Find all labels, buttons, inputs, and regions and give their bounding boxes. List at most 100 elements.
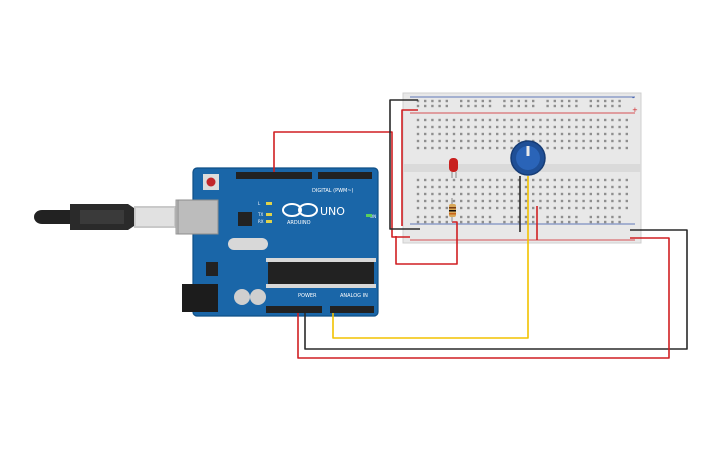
red-wire-digital[interactable]	[273, 131, 410, 238]
breadboard-hole	[546, 118, 549, 122]
breadboard-hole	[474, 215, 477, 219]
breadboard-hole	[438, 215, 441, 219]
breadboard-hole	[431, 139, 434, 143]
breadboard-hole	[424, 139, 427, 143]
breadboard-hole	[481, 99, 484, 103]
breadboard-hole	[524, 99, 528, 103]
breadboard-hole	[416, 215, 420, 219]
breadboard-hole	[575, 139, 578, 143]
yellow-wire-a0[interactable]	[332, 176, 529, 339]
breadboard-hole	[560, 132, 564, 136]
breadboard-hole	[611, 118, 614, 122]
breadboard-hole	[532, 192, 535, 196]
breadboard-hole	[424, 192, 427, 196]
breadboard-hole	[431, 146, 434, 150]
breadboard-hole	[438, 139, 441, 143]
breadboard-hole	[589, 139, 592, 143]
led[interactable]	[449, 158, 458, 178]
breadboard-hole	[553, 139, 556, 143]
usb-chip	[238, 212, 252, 226]
black-wire-gnd[interactable]	[304, 229, 688, 350]
breadboard-hole	[424, 199, 427, 203]
breadboard-hole	[416, 104, 420, 108]
capacitor	[250, 289, 266, 305]
breadboard-hole	[460, 104, 463, 108]
breadboard-hole	[604, 192, 607, 196]
breadboard-hole	[546, 99, 549, 103]
breadboard-hole	[416, 132, 420, 136]
breadboard-hole	[524, 178, 528, 182]
breadboard-hole	[452, 125, 456, 129]
rail-plus-label: +	[632, 106, 638, 114]
breadboard-hole	[618, 192, 621, 196]
breadboard-hole	[496, 118, 499, 122]
breadboard-hole	[568, 185, 571, 189]
breadboard-hole	[488, 139, 492, 143]
breadboard-hole	[553, 185, 556, 189]
breadboard-hole	[611, 220, 614, 224]
breadboard-hole	[524, 192, 528, 196]
breadboard-hole	[460, 132, 463, 136]
arduino-board[interactable]: UNO ARDUINO DIGITAL (PWM~) POWER ANALOG …	[177, 167, 379, 317]
breadboard-hole	[611, 185, 614, 189]
led-tx-label: TX	[257, 212, 263, 217]
breadboard-hole	[589, 185, 592, 189]
breadboard-hole	[546, 206, 549, 210]
breadboard-hole	[474, 125, 477, 129]
breadboard-hole	[445, 215, 448, 219]
breadboard-hole	[575, 118, 578, 122]
resistor[interactable]	[449, 198, 456, 222]
breadboard-hole	[553, 132, 556, 136]
breadboard-hole	[445, 104, 448, 108]
led-rx-label: RX	[258, 219, 264, 224]
breadboard-hole	[589, 215, 592, 219]
breadboard-hole	[524, 220, 528, 224]
breadboard-hole	[445, 132, 448, 136]
breadboard-hole	[496, 146, 499, 150]
breadboard-hole	[488, 199, 492, 203]
reset-button[interactable]	[203, 174, 219, 190]
breadboard-hole	[625, 178, 628, 182]
breadboard-hole	[532, 220, 535, 224]
potentiometer[interactable]	[510, 140, 546, 176]
breadboard-hole	[625, 192, 628, 196]
breadboard-hole	[438, 185, 441, 189]
breadboard-hole	[431, 178, 434, 182]
breadboard-hole	[618, 185, 621, 189]
power-header	[266, 306, 322, 313]
black-wire-top[interactable]	[389, 99, 420, 230]
breadboard-hole	[553, 220, 556, 224]
breadboard-hole	[539, 118, 542, 122]
breadboard-hole	[517, 185, 520, 189]
red-wire-loop[interactable]	[395, 221, 458, 265]
breadboard-hole	[438, 125, 441, 129]
breadboard-hole	[503, 185, 506, 189]
red-wire-top-rail[interactable]	[401, 109, 418, 226]
breadboard-hole	[532, 104, 535, 108]
breadboard-hole	[596, 104, 600, 108]
breadboard-hole	[481, 199, 484, 203]
breadboard-hole	[546, 192, 549, 196]
breadboard-hole	[424, 185, 427, 189]
breadboard-hole	[539, 199, 542, 203]
breadboard-hole	[589, 132, 592, 136]
breadboard-hole	[467, 118, 470, 122]
breadboard-hole	[604, 178, 607, 182]
breadboard-hole	[553, 99, 556, 103]
breadboard-hole	[431, 206, 434, 210]
breadboard-hole	[416, 220, 420, 224]
breadboard-hole	[604, 139, 607, 143]
breadboard-hole	[431, 220, 434, 224]
breadboard-hole	[416, 99, 420, 103]
breadboard-hole	[510, 146, 513, 150]
analog-label: ANALOG IN	[340, 293, 368, 299]
breadboard-hole	[517, 104, 520, 108]
power-label: POWER	[298, 293, 317, 299]
breadboard-hole	[596, 132, 600, 136]
breadboard-hole	[546, 139, 549, 143]
breadboard-hole	[625, 118, 628, 122]
breadboard-hole	[467, 146, 470, 150]
red-wire-5v[interactable]	[297, 237, 670, 359]
breadboard-hole	[496, 185, 499, 189]
breadboard-hole	[452, 132, 456, 136]
